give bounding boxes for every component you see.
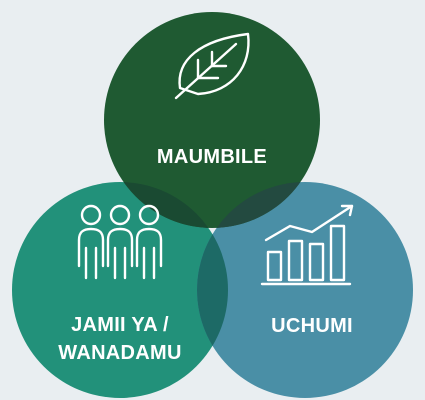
environment-label: MAUMBILE	[157, 146, 267, 168]
people-icon	[77, 204, 163, 280]
leaf-icon	[174, 32, 250, 100]
social-label-line-1: JAMII YA /	[71, 314, 169, 336]
social-label-line-2: WANADAMU	[58, 342, 182, 364]
economic-circle	[197, 182, 413, 398]
social-circle	[12, 182, 228, 398]
economic-label: UCHUMI	[271, 315, 353, 337]
bar-chart-growth-icon	[260, 204, 354, 286]
environment-circle	[104, 12, 320, 228]
